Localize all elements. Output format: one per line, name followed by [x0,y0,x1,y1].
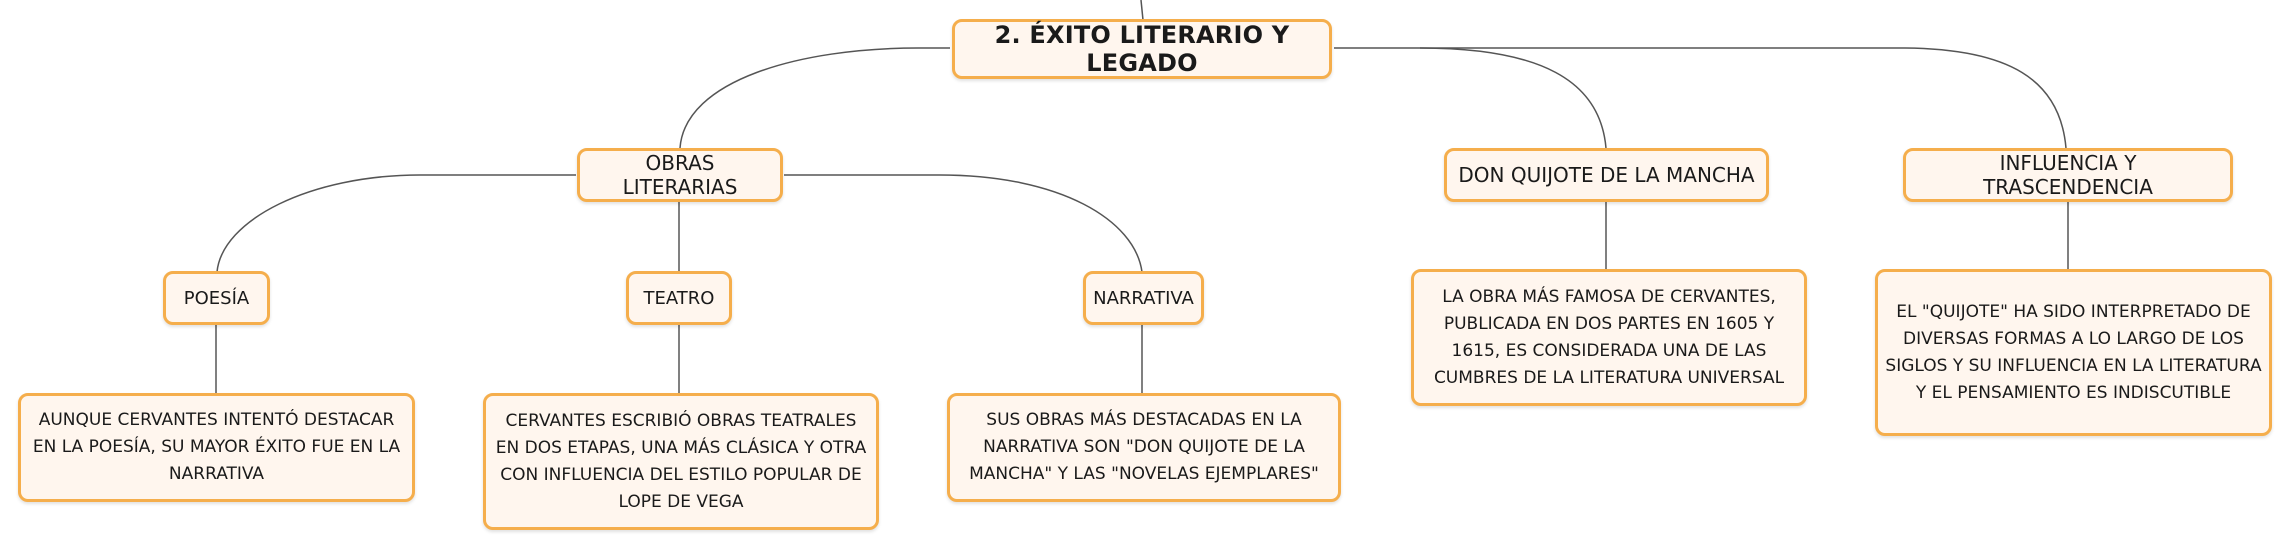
branch-node-influencia-label: INFLUENCIA Y TRASCENDENCIA [1983,151,2153,199]
detail-node-narrativa[interactable]: SUS OBRAS MÁS DESTACADAS EN LA NARRATIVA… [947,393,1341,502]
connector-root-obras [679,47,950,149]
detail-node-poesia-text: AUNQUE CERVANTES INTENTÓ DESTACAR EN LA … [32,410,401,484]
root-node-label: 2. ÉXITO LITERARIO Y LEGADO [994,21,1290,77]
detail-node-narrativa-text: SUS OBRAS MÁS DESTACADAS EN LA NARRATIVA… [969,410,1319,484]
detail-node-teatro-text: CERVANTES ESCRIBIÓ OBRAS TEATRALES EN DO… [495,410,867,512]
subtopic-node-poesia[interactable]: POESÍA [163,271,270,325]
connector-obras-poesia [216,174,576,273]
branch-node-obras-literarias[interactable]: OBRAS LITERARIAS [577,148,783,202]
subtopic-node-poesia-label: POESÍA [183,287,250,309]
branch-node-don-quijote[interactable]: DON QUIJOTE DE LA MANCHA [1444,148,1769,202]
connector-top-stub [1140,0,1144,21]
branch-node-obras-literarias-label: OBRAS LITERARIAS [622,151,738,199]
subtopic-node-narrativa[interactable]: NARRATIVA [1083,271,1204,325]
subtopic-node-teatro-label: TEATRO [643,287,715,309]
root-node[interactable]: 2. ÉXITO LITERARIO Y LEGADO [952,19,1332,79]
detail-node-quijote-text: LA OBRA MÁS FAMOSA DE CERVANTES, PUBLICA… [1433,286,1785,388]
detail-node-quijote[interactable]: LA OBRA MÁS FAMOSA DE CERVANTES, PUBLICA… [1411,269,1807,406]
branch-node-don-quijote-label: DON QUIJOTE DE LA MANCHA [1458,163,1755,187]
connector-obras-narrativa [784,174,1143,273]
detail-node-poesia[interactable]: AUNQUE CERVANTES INTENTÓ DESTACAR EN LA … [18,393,415,502]
subtopic-node-teatro[interactable]: TEATRO [626,271,732,325]
detail-node-teatro[interactable]: CERVANTES ESCRIBIÓ OBRAS TEATRALES EN DO… [483,393,879,530]
connector-root-influencia [1420,47,2067,149]
subtopic-node-narrativa-label: NARRATIVA [1093,287,1194,309]
detail-node-influencia[interactable]: EL "QUIJOTE" HA SIDO INTERPRETADO DE DIV… [1875,269,2272,436]
branch-node-influencia[interactable]: INFLUENCIA Y TRASCENDENCIA [1903,148,2233,202]
detail-node-influencia-text: EL "QUIJOTE" HA SIDO INTERPRETADO DE DIV… [1885,301,2262,403]
connector-root-quijote [1334,47,1607,149]
